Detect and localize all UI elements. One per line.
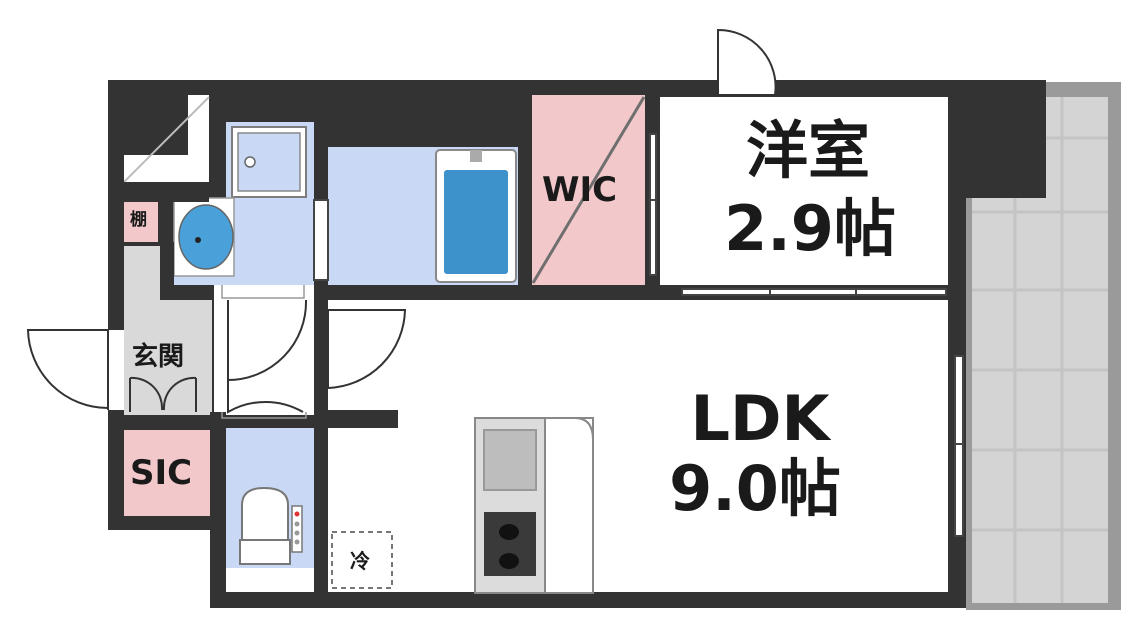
washbasin — [173, 197, 235, 277]
fridge-label: 冷 — [350, 549, 370, 573]
entrance-label: 玄関 — [132, 342, 185, 372]
ldk-size: 9.0帖 — [669, 452, 841, 525]
bathtub — [435, 149, 517, 283]
sic-label: SIC — [130, 453, 193, 493]
wic-label: WIC — [542, 170, 618, 210]
swing-doors — [26, 28, 777, 419]
shelf-box — [124, 202, 158, 242]
western-room-name: 洋室 — [745, 114, 870, 187]
sic-floor — [124, 430, 210, 516]
ldk-name: LDK — [690, 382, 830, 455]
western-room-floor — [660, 97, 952, 285]
sink-basin — [483, 429, 537, 491]
fridge-space — [331, 531, 393, 589]
western-room-size: 2.9帖 — [724, 192, 896, 265]
corridor-floor — [214, 285, 314, 415]
shelf-label: 棚 — [130, 210, 147, 230]
toilet — [239, 486, 303, 565]
sliding-doors — [313, 133, 964, 537]
ldk-floor — [328, 300, 948, 592]
kitchen-counter — [474, 417, 594, 594]
